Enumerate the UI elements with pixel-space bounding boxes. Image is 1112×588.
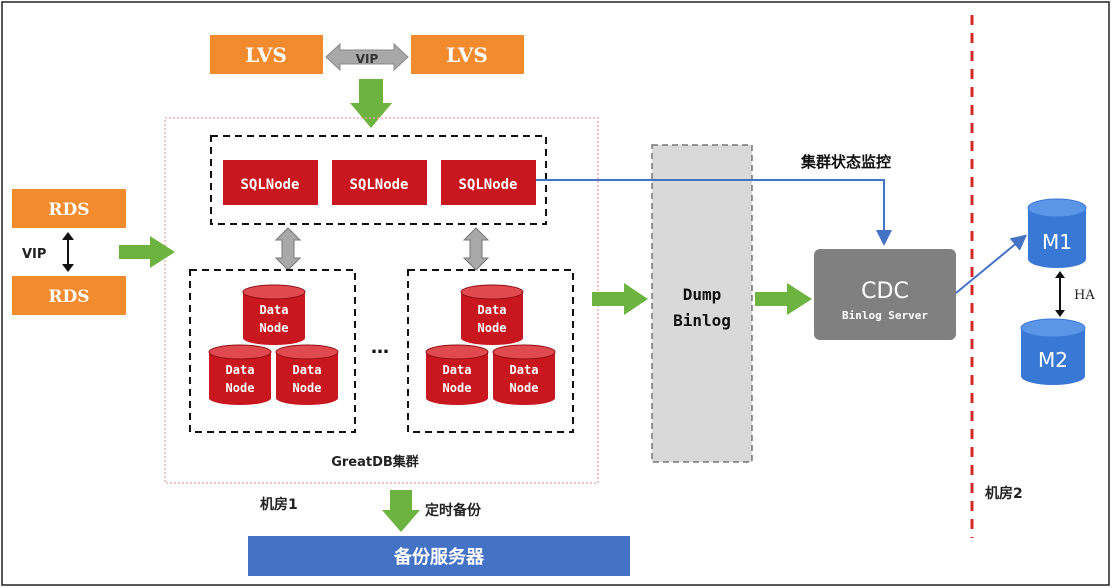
backup-down-arrow-icon [382,490,420,532]
dump-to-cdc-arrow-icon [755,283,812,315]
sqlnode-box-3 [441,160,536,205]
cdc-subtitle: Binlog Server [842,309,928,322]
sql-data-double-arrow-icon-2 [462,227,490,271]
sqlnode-label-1: SQLNode [240,177,299,193]
rds-arrow-up-icon [62,232,74,240]
datanode-label-line1: Data [260,303,289,317]
greatdb-cluster-border [164,117,599,484]
rds-bottom-label: RDS [48,287,89,307]
vip-double-arrow-icon [325,42,409,72]
datanode-label-line1: Data [478,303,507,317]
datanode-label-line2: Node [510,381,539,395]
datanode-group-right-border [407,269,574,433]
datanode-label-line1: Data [293,363,322,377]
m2-label: M2 [1038,348,1068,372]
ha-arrow-up-icon [1055,271,1065,278]
datanode-group-left-border [189,269,356,433]
datanode-label-line2: Node [293,381,322,395]
cluster-label: GreatDB集群 [331,454,419,470]
datanode-label-line2: Node [443,381,472,395]
m2-cylinder [1020,318,1086,385]
backup-server-box [248,536,630,576]
lvs-left-box [210,35,323,74]
backup-server-label: 备份服务器 [393,546,485,568]
rds-top-label: RDS [48,200,89,220]
room2-label: 机房2 [985,485,1023,502]
rds-top-box [12,189,126,228]
lvs-vip-label: VIP [356,52,379,66]
lvs-right-box [411,35,524,74]
rds-bottom-box [12,276,126,315]
datanode-label-line2: Node [260,321,289,335]
datanode-label-line2: Node [478,321,507,335]
monitor-connector-line [536,179,892,246]
lvs-down-arrow-icon [350,79,392,128]
rds-arrow-down-icon [62,264,74,272]
m1-cylinder [1027,198,1087,268]
cdc-box [814,249,956,340]
sqlnode-label-3: SQLNode [458,177,517,193]
sqlnode-label-2: SQLNode [349,177,408,193]
datanode-cylinders: DataNodeDataNodeDataNodeDataNodeDataNode… [208,284,556,405]
datanode-label-line1: Data [226,363,255,377]
datanode-label-line1: Data [443,363,472,377]
dump-binlog-box [651,144,753,463]
lvs-left-label: LVS [245,43,287,67]
datanode-label-line1: Data [510,363,539,377]
cluster-to-dump-arrow-icon [592,283,648,315]
monitor-label: 集群状态监控 [800,153,891,171]
lvs-right-label: LVS [446,43,488,67]
room1-label: 机房1 [260,496,298,513]
dump-line1: Dump [683,285,722,304]
ha-label: HA [1074,288,1095,303]
sqlnode-box-2 [332,160,427,205]
dump-line2: Binlog [673,311,731,330]
sqlnode-box-1 [223,160,318,205]
cdc-title: CDC [861,279,909,304]
ha-arrow-down-icon [1055,310,1065,317]
datanode-ellipsis: … [371,337,389,358]
sql-data-double-arrow-icon-1 [274,227,302,271]
backup-arrow-label: 定时备份 [425,502,482,519]
rds-vip-label: VIP [22,247,46,262]
rds-to-cluster-arrow-icon [119,236,175,268]
m1-label: M1 [1042,230,1072,254]
datanode-label-line2: Node [226,381,255,395]
cdc-to-m1-line [955,234,1028,294]
